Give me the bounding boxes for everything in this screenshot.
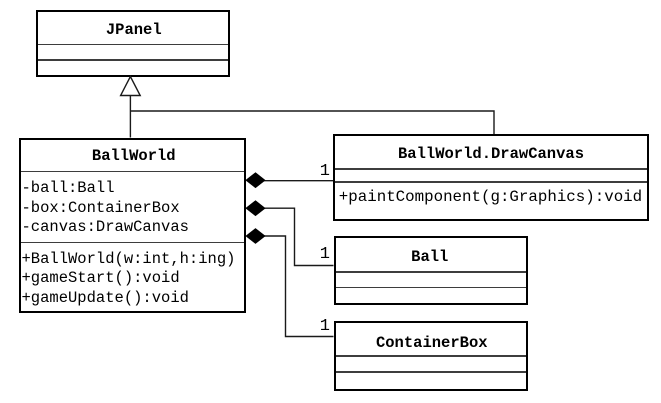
svg-text:1: 1	[320, 245, 330, 264]
svg-text:1: 1	[320, 162, 330, 181]
svg-text:1: 1	[320, 317, 330, 336]
